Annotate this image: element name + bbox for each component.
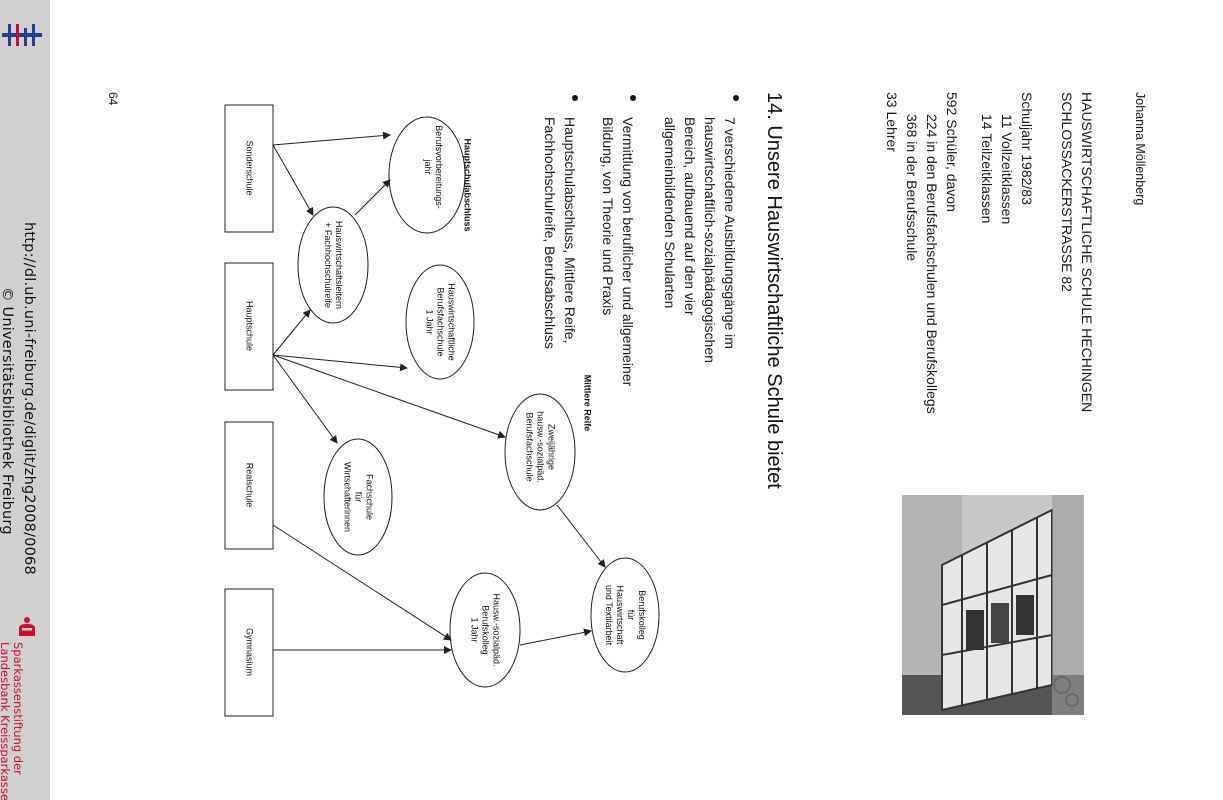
building-photo-image xyxy=(902,495,1084,715)
node-hsbk-line-1: Hausw.-sozialpäd. xyxy=(492,593,502,666)
school-hauptschule: Hauptschule xyxy=(244,301,255,351)
node-fachschule-line-2: für xyxy=(354,492,364,503)
node-zweijaehrige-bfs: Zweijährige hausw.-sozialpäd. Berufsfach… xyxy=(524,411,557,483)
node-zweij-line-1: Zweijährige xyxy=(547,424,557,470)
node-hauswirtschaftliche-bfs: Hauswirtschaftliche Berufsfachschule 1 J… xyxy=(424,283,457,361)
node-bvj: Berufsvorbereitungs- jahr xyxy=(422,125,444,209)
bullet-dot xyxy=(733,95,739,101)
node-hbfs-line-2: Berufsfachschule xyxy=(436,287,446,356)
node-fachschule-line-3: Wirtschafterinnen xyxy=(343,462,353,532)
bullet-1-line-2: hauswirtschaftlich-sozialpädagogischen xyxy=(702,117,718,363)
school-gymnasium: Gymnasium xyxy=(244,628,255,676)
copyright-notice: © Universitätsbibliothek Freiburg xyxy=(0,287,15,535)
node-bvj-line-2: jahr xyxy=(423,159,433,174)
node-hsbk-line-2: Berufskolleg xyxy=(481,605,491,655)
node-fachschule-line-1: Fachschule xyxy=(365,474,375,520)
node-hbfs-line-3: 1 Jahr xyxy=(425,309,435,334)
node-bk-line-4: und Textilarbeit xyxy=(604,585,614,645)
node-hwl-line-1: Hauswirtschaftsleitern xyxy=(334,221,344,309)
bullet-1-line-1: 7 verschiedene Ausbildungsgänge im xyxy=(722,117,738,349)
school-building-photo xyxy=(902,495,1084,715)
label-hauptschulabschluss: Hauptschulabschluss xyxy=(462,138,473,231)
node-hwl-line-2: + Fachhochschulreife xyxy=(323,222,333,308)
full-time-classes: 11 Vollzeitklassen xyxy=(999,114,1015,224)
node-bk-line-3: Hauswirtschaft xyxy=(615,585,625,644)
node-hauswirtschaftsleitern: Hauswirtschaftsleitern + Fachhochschulre… xyxy=(322,221,344,309)
page-number: 64 xyxy=(106,92,120,105)
library-logo-icon xyxy=(2,20,42,50)
school-realschule: Realschule xyxy=(244,463,255,508)
node-bvj-line-1: Berufsvorbereitungs- xyxy=(434,125,444,209)
node-hsbk-line-3: 1 Jahr xyxy=(470,617,480,642)
sponsor-line-1: Sparkassenstiftung der xyxy=(11,642,25,775)
school-year: Schuljahr 1982/83 xyxy=(1019,92,1035,205)
school-name: HAUSWIRTSCHAFTLICHE SCHULE HECHINGEN xyxy=(1079,92,1095,412)
node-fachschule: Fachschule für Wirtschafterinnen xyxy=(342,462,375,532)
school-sonderschule: Sonderschule xyxy=(244,140,255,195)
student-count: 592 Schüler, davon xyxy=(944,92,960,212)
label-mittlere-reife: Mittlere Reife xyxy=(582,375,593,432)
sponsor-line-2: Landesbank Kreissparkasse xyxy=(0,642,12,800)
permalink-url[interactable]: http://dl.ub.uni-freiburg.de/diglit/zhg2… xyxy=(21,222,37,575)
node-zweij-line-3: Berufsfachschule xyxy=(525,412,535,481)
vocational-students: 224 in den Berufsfachschulen und Berufsk… xyxy=(924,114,940,414)
node-bk-line-1: Berufskolleg xyxy=(637,590,647,640)
node-hausw-sozialpaed-bk: Hausw.-sozialpäd. Berufskolleg 1 Jahr xyxy=(469,593,502,666)
berufsschule-students: 368 in der Berufsschule xyxy=(904,114,920,261)
author-name: Johanna Möllenberg xyxy=(1133,92,1147,205)
scanned-page: Johanna Möllenberg HAUSWIRTSCHAFTLICHE S… xyxy=(50,0,1223,800)
node-berufskolleg: Berufskolleg für Hauswirtschaft und Text… xyxy=(603,585,647,645)
school-address: SCHLOSSACKERSTRASSE 82 xyxy=(1059,92,1075,292)
node-zweij-line-2: hausw.-sozialpäd. xyxy=(536,411,546,483)
viewer-sidebar: http://dl.ub.uni-freiburg.de/diglit/zhg2… xyxy=(0,0,50,800)
section-heading: 14. Unsere Hauswirtschaftliche Schule bi… xyxy=(762,92,785,489)
sparkasse-logo-icon xyxy=(16,616,38,638)
part-time-classes: 14 Teilzeitklassen xyxy=(979,114,995,223)
school-pathway-diagram: Sonderschule Hauptschule Realschule Gymn… xyxy=(215,85,695,725)
node-bk-line-2: für xyxy=(626,610,636,621)
node-hbfs-line-1: Hauswirtschaftliche xyxy=(447,283,457,361)
teacher-count: 33 Lehrer xyxy=(884,92,900,152)
